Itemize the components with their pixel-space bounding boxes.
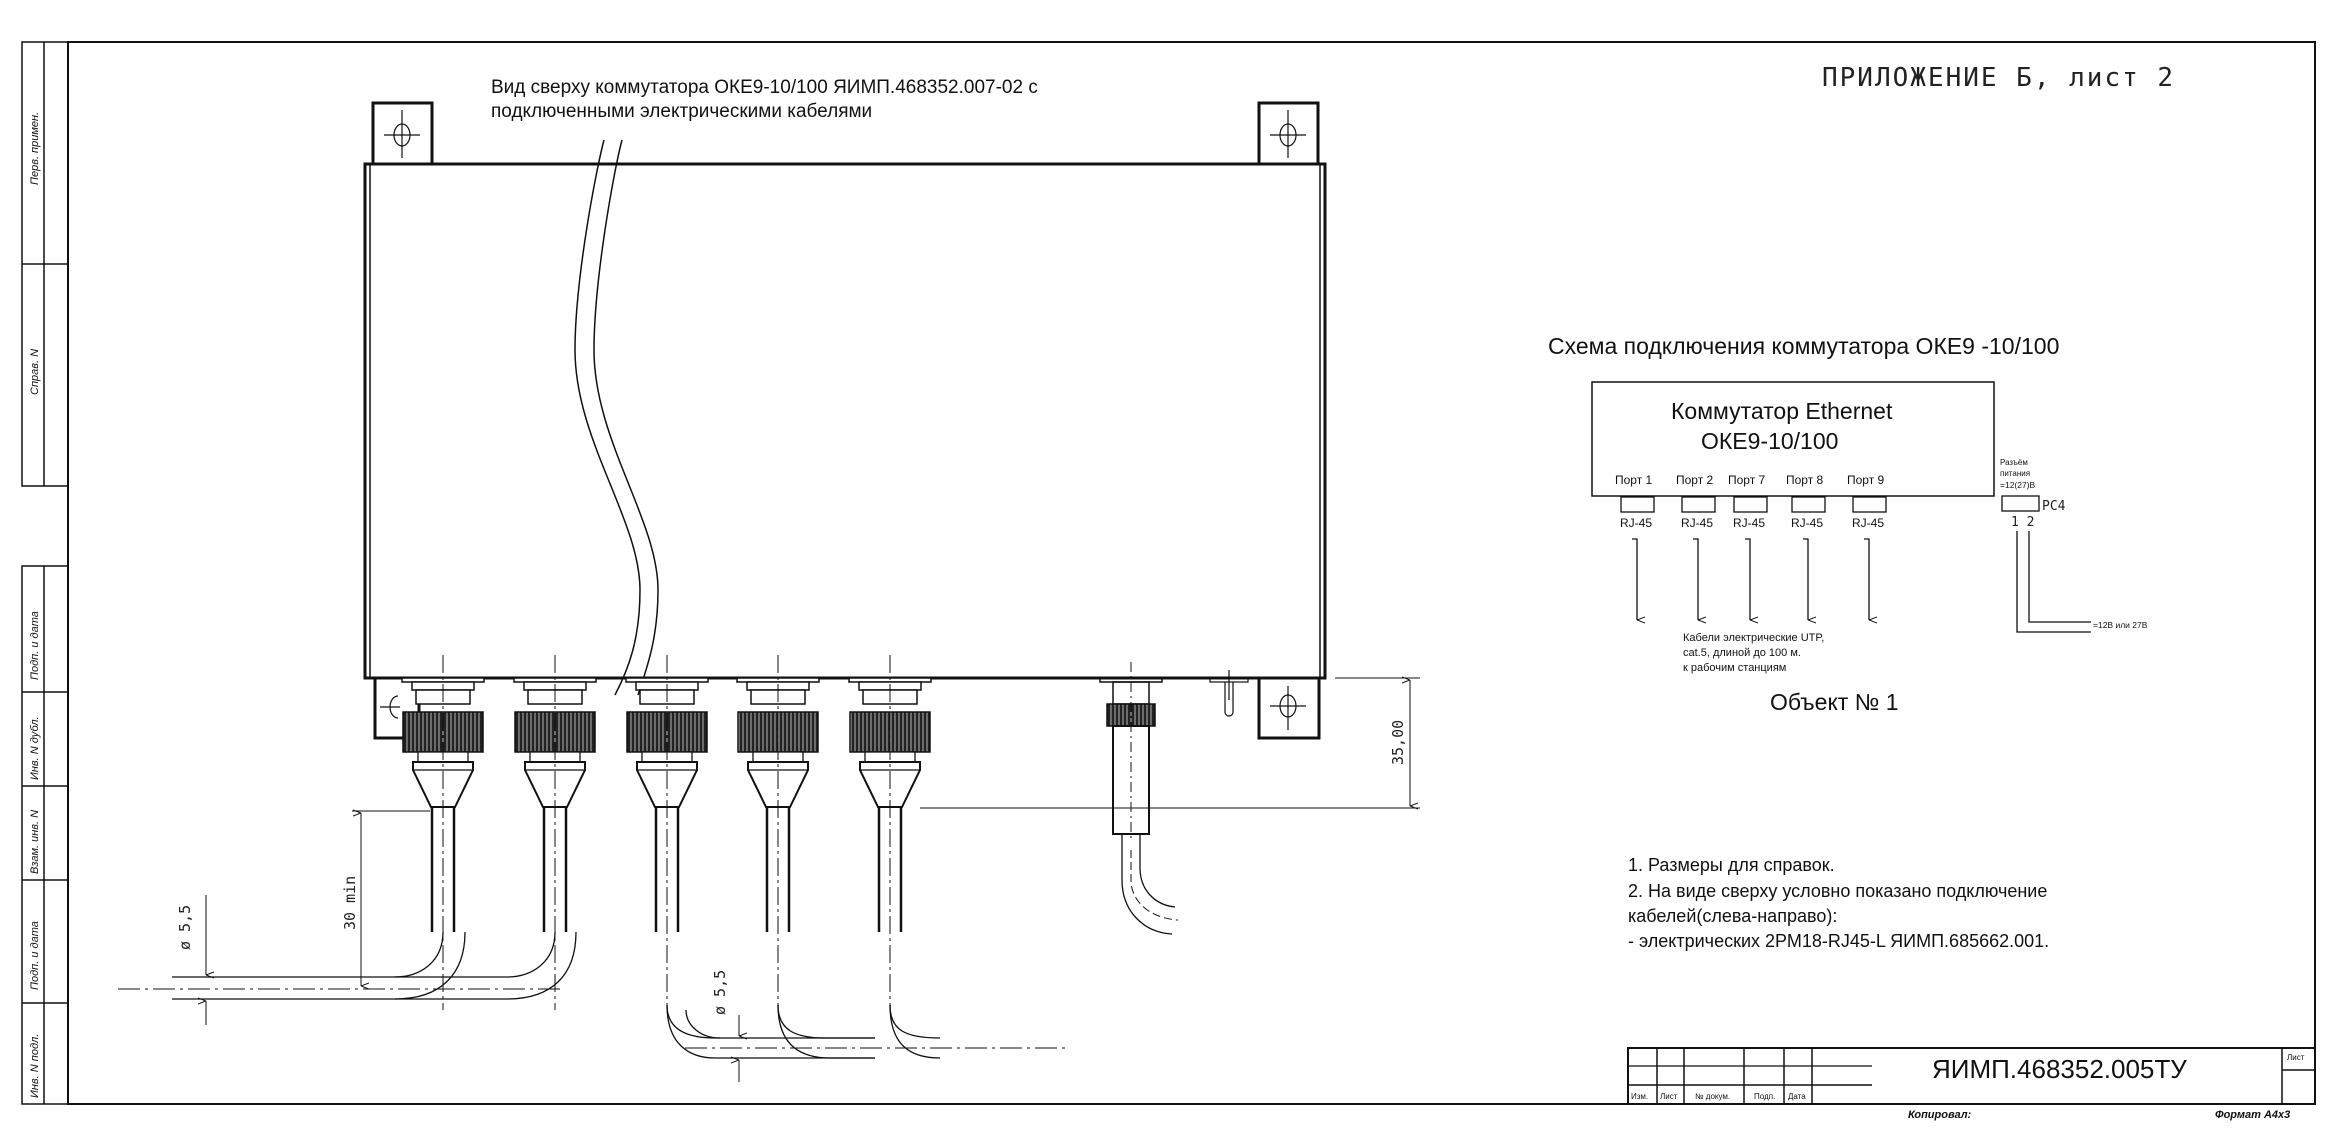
left-cable-runs — [118, 895, 577, 1025]
side-stamp — [21, 41, 69, 1105]
switch-block-model: ОКЕ9-10/100 — [1701, 428, 1838, 454]
port-label: Порт 2 — [1676, 473, 1714, 487]
rj45-socket — [1791, 496, 1826, 513]
port-list: Порт 1 RJ-45 Порт 2 RJ-45 Порт 7 RJ-45 Порт 8 R… — [1615, 473, 1887, 620]
cable-note-line3: к рабочим станциям — [1683, 662, 1786, 674]
ground-pin — [1209, 670, 1249, 717]
power-supply-note: =12В или 27В — [2093, 620, 2148, 630]
cable-connector — [513, 655, 597, 1010]
column-label: Изм. — [1631, 1092, 1648, 1101]
schematic-port: Порт 9 RJ-45 — [1847, 473, 1887, 620]
mounting-holes — [380, 110, 1306, 730]
cable-arrow — [1745, 538, 1750, 620]
cable-connector — [401, 655, 485, 1010]
stamp-label: Перв. примен. — [29, 112, 41, 185]
routed-cable — [574, 139, 659, 696]
side-stamp-labels: Перв. примен. Справ. N Подп. и дата Инв.… — [29, 112, 41, 1098]
note-line: 2. На виде сверху условно показано подкл… — [1628, 881, 2047, 901]
top-view-caption-line2: подключенными электрическими кабелями — [491, 101, 872, 122]
power-socket: Разъём питания =12(27)В РС4 1 2 =12В или… — [2000, 458, 2148, 633]
rj45-socket — [1620, 496, 1655, 513]
port-label: Порт 8 — [1786, 473, 1824, 487]
dimension-label-diameter-right: ø 5,5 — [711, 970, 729, 1015]
schematic-title: Схема подключения коммутатора ОКЕ9 -10/1… — [1548, 333, 2059, 359]
note-line: - электрических 2РМ18-RJ45-L ЯИМП.685662… — [1628, 931, 2049, 951]
stamp-label: Инв. N дубл. — [29, 716, 41, 780]
dimension-30-min — [352, 811, 430, 986]
rj45-socket — [1681, 496, 1716, 513]
cable-arrow — [1632, 538, 1637, 620]
dimension-label-30-min: 30 min — [341, 876, 359, 930]
bottom-cable-runs — [666, 1004, 1068, 1082]
cable-arrow — [1803, 538, 1808, 620]
port-label: Порт 9 — [1847, 473, 1885, 487]
cable-note-line2: cat.5, длиной до 100 м. — [1683, 647, 1801, 659]
switch-block — [1591, 381, 1995, 497]
cable-note-line1: Кабели электрические UTP, — [1683, 632, 1824, 644]
stamp-label: Подп. и дата — [29, 921, 41, 990]
switch-block-name: Коммутатор Ethernet — [1671, 398, 1893, 424]
stamp-label: Подп. и дата — [29, 611, 41, 680]
note-line: 1. Размеры для справок. — [1628, 855, 1835, 875]
connector-type: RJ-45 — [1791, 516, 1823, 530]
port-label: Порт 1 — [1615, 473, 1653, 487]
power-label-line1: Разъём — [2000, 458, 2028, 467]
cable-connector — [848, 655, 932, 1010]
appendix-label: ПРИЛОЖЕНИЕ Б, лист 2 — [1822, 63, 2175, 93]
power-connector — [1099, 662, 1179, 935]
stamp-label: Справ. N — [29, 349, 41, 395]
connector-type: RJ-45 — [1733, 516, 1765, 530]
port-label: Порт 7 — [1728, 473, 1766, 487]
column-label: Дата — [1788, 1092, 1806, 1101]
cable-connector — [625, 655, 709, 1010]
connector-type: RJ-45 — [1852, 516, 1884, 530]
cable-arrow — [1693, 538, 1698, 620]
notes: 1. Размеры для справок. 2. На виде сверх… — [1628, 855, 2049, 951]
schematic-port: Порт 1 RJ-45 — [1615, 473, 1655, 620]
note-line: кабелей(слева-направо): — [1628, 906, 1837, 926]
format-label: Формат А4х3 — [2215, 1109, 2290, 1121]
connectors — [401, 655, 932, 1010]
rj45-socket — [1733, 496, 1768, 513]
copied-label: Копировал: — [1908, 1109, 1972, 1121]
connector-type: RJ-45 — [1681, 516, 1713, 530]
cable-arrow — [1864, 538, 1869, 620]
stamp-label: Инв. N подл. — [29, 1034, 41, 1098]
power-connector-id: РС4 — [2042, 499, 2066, 514]
switch-housing — [363, 101, 1327, 740]
power-label-line2: питания — [2000, 469, 2030, 478]
title-block-columns: Изм. Лист № докум. Подп. Дата — [1631, 1092, 1806, 1101]
dimension-35 — [920, 678, 1420, 808]
column-label: № докум. — [1695, 1092, 1730, 1101]
schematic-port: Порт 2 RJ-45 — [1676, 473, 1716, 620]
schematic-port: Порт 8 RJ-45 — [1786, 473, 1826, 620]
power-label-line3: =12(27)В — [2000, 480, 2036, 490]
dimension-label-diameter-left: ø 5,5 — [176, 905, 194, 950]
top-view-caption-line1: Вид сверху коммутатора ОКЕ9-10/100 ЯИМП.… — [491, 77, 1038, 98]
power-pins: 1 2 — [2011, 515, 2034, 530]
rj45-socket — [1852, 496, 1887, 513]
column-label: Лист — [1660, 1092, 1678, 1101]
schematic-port: Порт 7 RJ-45 — [1728, 473, 1768, 620]
title-block — [1627, 1047, 2316, 1105]
connector-type: RJ-45 — [1620, 516, 1652, 530]
dimension-label-35: 35,00 — [1389, 720, 1407, 765]
document-code: ЯИМП.468352.005ТУ — [1932, 1054, 2187, 1084]
stamp-label: Взам. инв. N — [29, 810, 41, 874]
cable-connector — [736, 655, 820, 1010]
column-label: Подп. — [1754, 1092, 1775, 1101]
object-label: Объект № 1 — [1770, 689, 1899, 715]
sheet-number-label: Лист — [2287, 1053, 2305, 1062]
mounting-bracket — [1257, 676, 1321, 740]
